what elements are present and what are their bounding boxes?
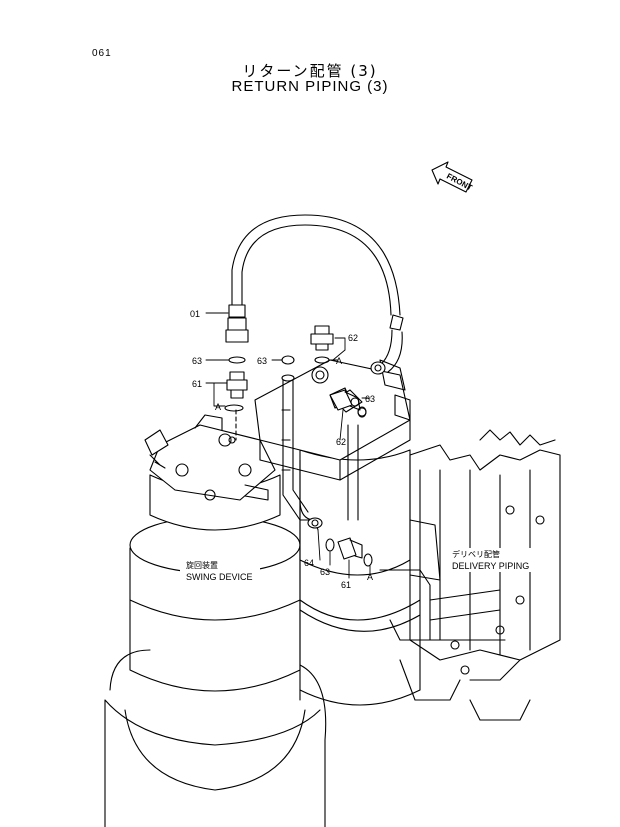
elbow-64-drawing <box>299 499 323 531</box>
delivery-piping-label-jp: デリベリ配管 <box>452 549 500 559</box>
callout-a-lower: A <box>367 572 373 582</box>
callout-61-left: 61 <box>192 379 202 389</box>
o-ring-63-right <box>357 406 367 418</box>
callout-a-left: A <box>215 402 221 412</box>
page-title: RETURN PIPING (3) <box>231 78 389 95</box>
return-hose-drawing <box>228 214 404 375</box>
connector-62-top-drawing <box>310 325 334 351</box>
connector-62-lower-drawing <box>329 389 361 411</box>
swing-device-label: SWING DEVICE <box>186 572 253 582</box>
page-number: 061 <box>92 48 112 59</box>
callout-01: 01 <box>190 309 200 319</box>
fitting-01-drawing <box>225 317 249 343</box>
o-ring-63-left <box>228 356 246 364</box>
callout-63-lower: 63 <box>320 567 330 577</box>
o-ring-a-lower <box>363 553 373 567</box>
front-arrow-icon: FRONT <box>431 161 474 193</box>
callout-62-top: 62 <box>348 333 358 343</box>
callout-63-left: 63 <box>192 356 202 366</box>
callout-63-right: 63 <box>365 394 375 404</box>
o-ring-a-mid <box>314 356 330 364</box>
callout-63-mid: 63 <box>257 356 267 366</box>
delivery-piping-label: DELIVERY PIPING <box>452 561 529 571</box>
connector-61-left-drawing <box>226 371 248 399</box>
swing-device-label-jp: 旋回装置 <box>186 560 218 570</box>
o-ring-63-mid <box>281 355 295 365</box>
o-ring-63-lower <box>325 538 335 552</box>
o-ring-a-left <box>224 404 244 412</box>
leader-lines <box>205 312 371 579</box>
callout-64: 64 <box>304 558 314 568</box>
control-valve-drawing <box>379 429 561 721</box>
callout-61-lower: 61 <box>341 580 351 590</box>
swing-device-drawing <box>104 414 327 827</box>
connector-61-lower-drawing <box>337 537 363 560</box>
page-title-japanese: リターン配管 (3) <box>242 62 378 80</box>
callout-a-mid: A <box>336 356 342 366</box>
callout-62-lower: 62 <box>336 437 346 447</box>
